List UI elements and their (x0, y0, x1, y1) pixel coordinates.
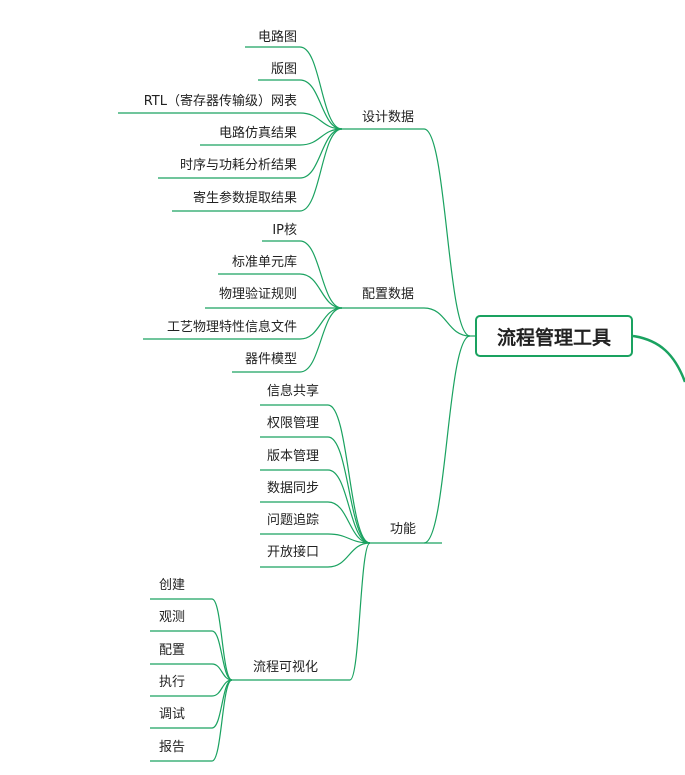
node-timing-power-results[interactable]: 时序与功耗分析结果 (179, 158, 297, 173)
node-execute[interactable]: 执行 (159, 675, 186, 690)
node-permission-mgmt[interactable]: 权限管理 (267, 416, 320, 431)
node-ip-core[interactable]: IP核 (272, 223, 297, 238)
function-child-connector (327, 501, 371, 544)
root-node-label: 流程管理工具 (496, 326, 611, 349)
function-child-connector (327, 436, 371, 544)
node-flow-visualization[interactable]: 流程可视化 (253, 660, 319, 675)
node-parasitic-extraction[interactable]: 寄生参数提取结果 (192, 191, 297, 206)
design-child-connector (299, 128, 343, 179)
node-debug[interactable]: 调试 (159, 707, 186, 722)
node-open-interface[interactable]: 开放接口 (267, 545, 320, 560)
branch-design-data[interactable]: 设计数据 (362, 110, 415, 125)
function-child-connector (327, 533, 371, 544)
config-child-connector (299, 307, 343, 373)
node-observe[interactable]: 观测 (159, 610, 186, 625)
node-layout[interactable]: 版图 (270, 62, 297, 77)
node-version-mgmt[interactable]: 版本管理 (267, 449, 320, 464)
node-circuit-sim-results[interactable]: 电路仿真结果 (218, 126, 297, 141)
node-issue-tracking[interactable]: 问题追踪 (267, 513, 320, 528)
function-child-connector (327, 469, 371, 544)
root-exit-connector (632, 334, 685, 383)
node-data-sync[interactable]: 数据同步 (267, 481, 320, 496)
design-child-connector (299, 128, 343, 212)
root-to-functions (423, 335, 471, 544)
branch-functions[interactable]: 功能 (390, 522, 417, 537)
node-report[interactable]: 报告 (159, 740, 186, 755)
root-to-design-data (423, 128, 471, 337)
design-child-connector (299, 112, 343, 130)
root-node[interactable]: 流程管理工具 (475, 315, 633, 357)
node-device-model[interactable]: 器件模型 (244, 352, 297, 367)
node-physical-verification-rules[interactable]: 物理验证规则 (218, 287, 297, 302)
flow-child-connector (211, 679, 233, 762)
branch-config-data[interactable]: 配置数据 (362, 287, 415, 302)
node-std-cell-lib[interactable]: 标准单元库 (231, 255, 297, 270)
node-rtl-netlist[interactable]: RTL（寄存器传输级）网表 (143, 94, 297, 109)
functions-to-flow-visualization (349, 542, 371, 681)
flow-child-connector (211, 598, 233, 681)
node-process-info-file[interactable]: 工艺物理特性信息文件 (166, 320, 297, 335)
root-to-config-data (423, 307, 471, 337)
config-child-connector (299, 273, 343, 309)
config-child-connector (299, 240, 343, 309)
function-child-connector (327, 542, 371, 568)
node-info-sharing[interactable]: 信息共享 (267, 384, 320, 399)
node-circuit-diagram[interactable]: 电路图 (257, 30, 297, 45)
config-child-connector (299, 307, 343, 340)
function-child-connector (327, 404, 371, 544)
design-child-connector (299, 46, 343, 130)
node-configure[interactable]: 配置 (159, 643, 186, 658)
flow-child-connector (211, 630, 233, 681)
node-create[interactable]: 创建 (159, 578, 186, 593)
design-child-connector (299, 79, 343, 130)
flow-child-connector (211, 663, 233, 681)
